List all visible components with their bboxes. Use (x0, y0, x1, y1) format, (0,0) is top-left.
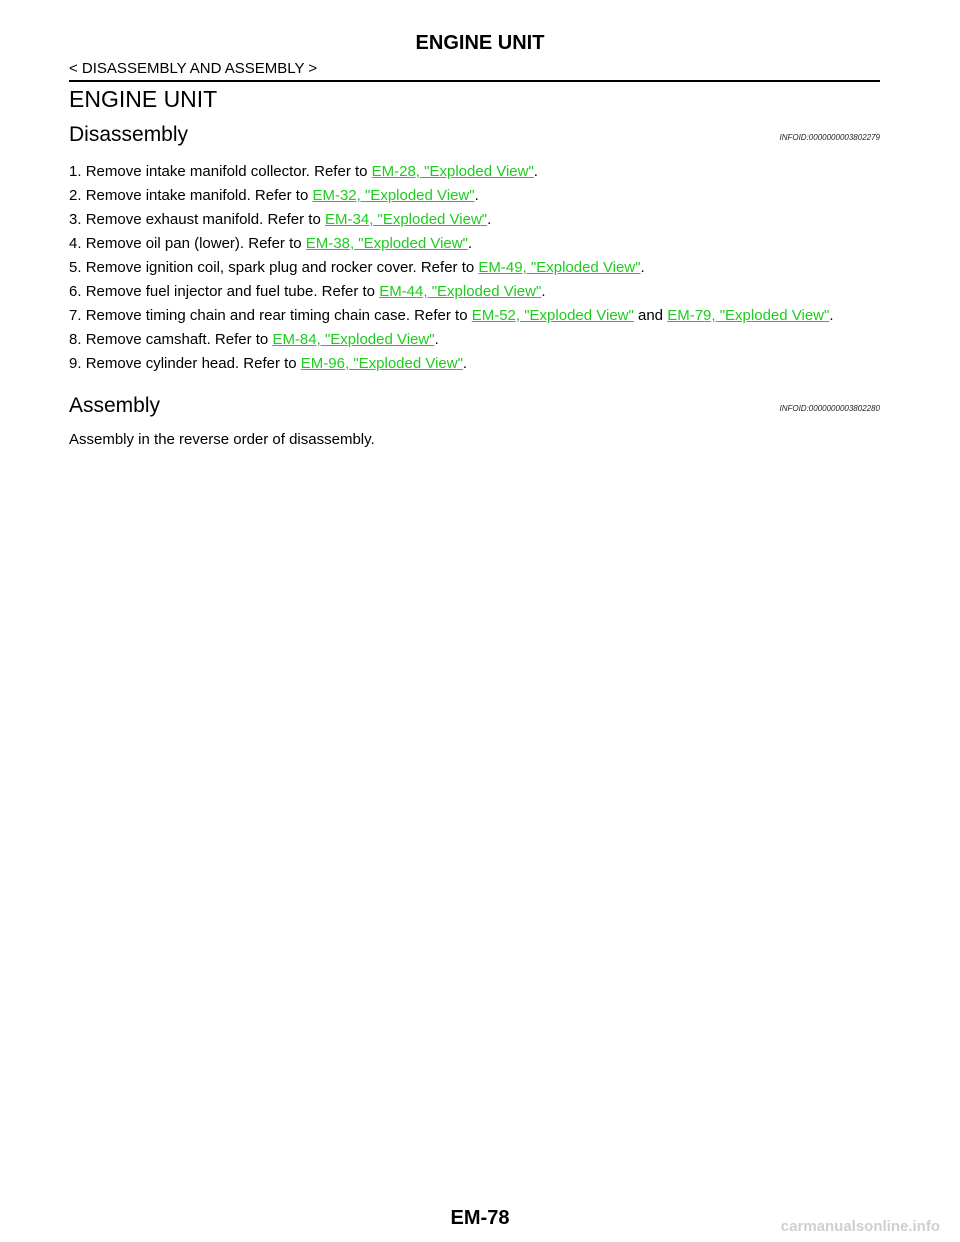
step-end: . (467, 235, 473, 252)
disassembly-step: 8. Remove camshaft. Refer to EM-84, "Exp… (69, 331, 881, 349)
disassembly-info-id: INFOID:0000000003802279 (779, 133, 880, 142)
step-joiner: and (633, 307, 668, 324)
step-number: 3. (69, 211, 82, 228)
step-end: . (462, 355, 468, 372)
step-end: . (640, 259, 645, 276)
step-text: Remove fuel injector and fuel tube. Refe… (85, 283, 380, 300)
step-number: 6. (69, 283, 82, 300)
disassembly-step: 6. Remove fuel injector and fuel tube. R… (69, 283, 881, 301)
step-end: . (541, 283, 546, 300)
reference-link[interactable]: EM-84, "Exploded View" (272, 331, 435, 348)
step-text: Remove camshaft. Refer to (85, 331, 273, 348)
header-divider (69, 80, 880, 82)
assembly-heading: Assembly (69, 394, 161, 417)
reference-link[interactable]: EM-44, "Exploded View" (379, 283, 542, 300)
disassembly-step: 3. Remove exhaust manifold. Refer to EM-… (69, 211, 881, 229)
disassembly-steps: 1. Remove intake manifold collector. Ref… (69, 163, 881, 379)
breadcrumb: < DISASSEMBLY AND ASSEMBLY > (69, 60, 318, 77)
assembly-text: Assembly in the reverse order of disasse… (69, 431, 375, 448)
disassembly-step: 5. Remove ignition coil, spark plug and … (69, 259, 881, 277)
reference-link[interactable]: EM-96, "Exploded View" (300, 355, 463, 372)
step-number: 8. (69, 331, 82, 348)
page-number: EM-78 (450, 1207, 510, 1229)
step-number: 7. (69, 307, 82, 324)
disassembly-step: 1. Remove intake manifold collector. Ref… (69, 163, 881, 181)
step-number: 9. (69, 355, 82, 372)
step-end: . (487, 211, 492, 228)
step-end: . (533, 163, 538, 180)
section-title: ENGINE UNIT (69, 86, 218, 112)
step-text: Remove exhaust manifold. Refer to (85, 211, 325, 228)
reference-link[interactable]: EM-79, "Exploded View" (667, 307, 830, 324)
reference-link[interactable]: EM-38, "Exploded View" (305, 235, 468, 252)
reference-link[interactable]: EM-49, "Exploded View" (478, 259, 641, 276)
step-text: Remove intake manifold. Refer to (85, 187, 313, 204)
disassembly-step: 7. Remove timing chain and rear timing c… (69, 307, 881, 325)
step-number: 4. (69, 235, 82, 252)
step-end: . (434, 331, 439, 348)
page-header-title: ENGINE UNIT (415, 32, 545, 54)
step-text: Remove oil pan (lower). Refer to (85, 235, 306, 252)
reference-link[interactable]: EM-34, "Exploded View" (324, 211, 488, 228)
disassembly-step: 4. Remove oil pan (lower). Refer to EM-3… (69, 235, 881, 253)
step-end: . (474, 187, 479, 204)
step-number: 5. (69, 259, 82, 276)
step-text: Remove cylinder head. Refer to (85, 355, 301, 372)
step-text: Remove timing chain and rear timing chai… (85, 307, 472, 324)
reference-link[interactable]: EM-32, "Exploded View" (312, 187, 475, 204)
step-number: 2. (69, 187, 82, 204)
step-number: 1. (69, 163, 82, 180)
disassembly-step: 9. Remove cylinder head. Refer to EM-96,… (69, 355, 881, 373)
step-text: Remove ignition coil, spark plug and roc… (85, 259, 479, 276)
disassembly-step: 2. Remove intake manifold. Refer to EM-3… (69, 187, 881, 205)
reference-link[interactable]: EM-52, "Exploded View" (471, 307, 634, 324)
step-end: . (829, 307, 834, 324)
watermark: carmanualsonline.info (780, 1218, 940, 1235)
step-text: Remove intake manifold collector. Refer … (85, 163, 372, 180)
assembly-info-id: INFOID:0000000003802280 (779, 404, 880, 413)
reference-link[interactable]: EM-28, "Exploded View" (371, 163, 534, 180)
disassembly-heading: Disassembly (69, 123, 189, 146)
